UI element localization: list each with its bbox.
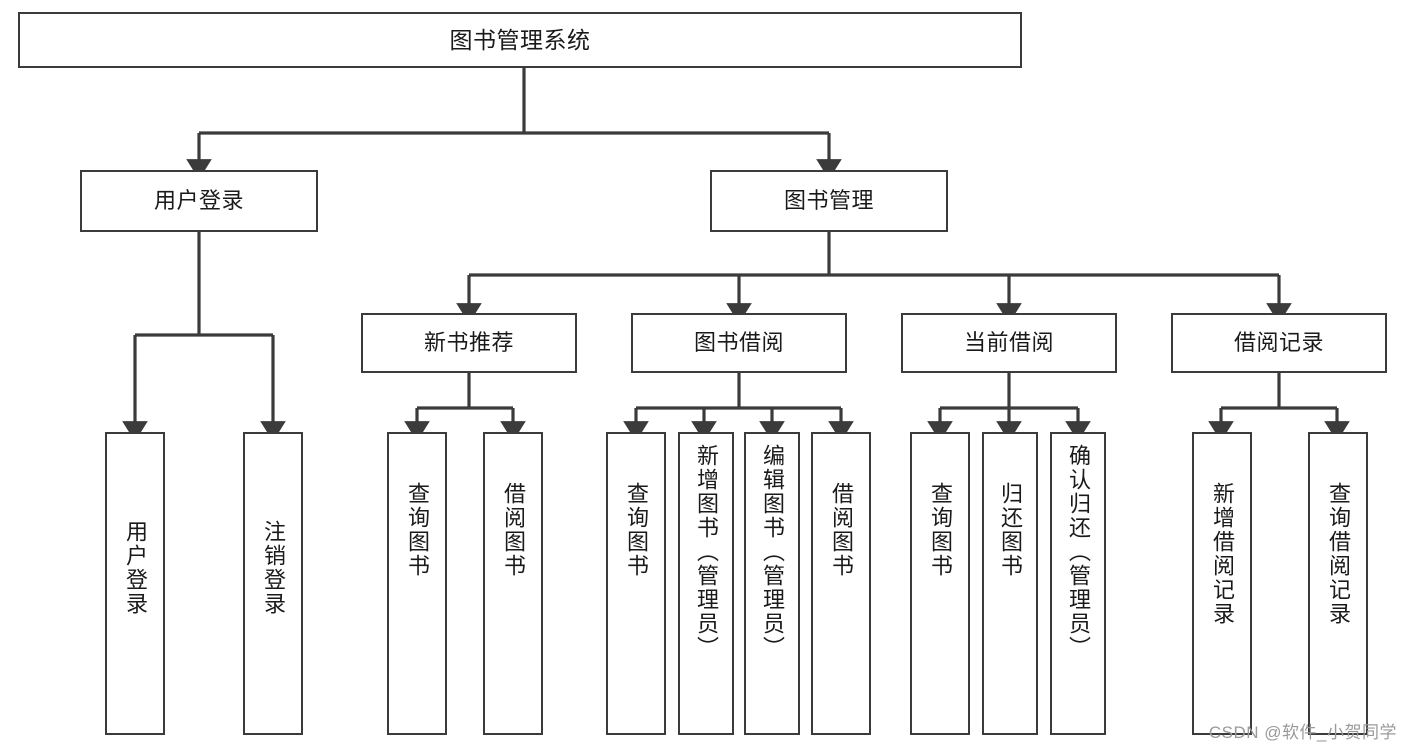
node-label: 查询借阅记录 [1325, 482, 1351, 626]
node-user-login[interactable]: 用户登录 [80, 170, 318, 232]
node-label: 图书借阅 [693, 330, 784, 356]
node-leaf-logout-login[interactable]: 注销登录 [243, 432, 303, 735]
node-book-borrow[interactable]: 图书借阅 [631, 313, 847, 373]
node-leaf-borrow-book-2[interactable]: 借阅图书 [811, 432, 871, 735]
node-leaf-query-record[interactable]: 查询借阅记录 [1308, 432, 1368, 735]
node-label: 新增借阅记录 [1209, 482, 1235, 626]
node-label: 编辑图书（管理员） [759, 444, 785, 660]
node-leaf-confirm-return[interactable]: 确认归还（管理员） [1050, 432, 1106, 735]
node-label: 查询图书 [623, 482, 649, 578]
node-leaf-borrow-book-1[interactable]: 借阅图书 [483, 432, 543, 735]
node-label: 用户登录 [153, 188, 244, 214]
node-label: 借阅图书 [500, 482, 526, 578]
watermark-text: CSDN @软件_小贺同学 [1208, 723, 1397, 742]
node-label: 借阅记录 [1233, 330, 1324, 356]
node-label: 当前借阅 [963, 330, 1054, 356]
node-leaf-query-book-3[interactable]: 查询图书 [910, 432, 970, 735]
node-leaf-user-login[interactable]: 用户登录 [105, 432, 165, 735]
node-leaf-add-record[interactable]: 新增借阅记录 [1192, 432, 1252, 735]
node-label: 用户登录 [122, 520, 148, 616]
node-book-manage[interactable]: 图书管理 [710, 170, 948, 232]
node-label: 图书管理 [783, 188, 874, 214]
node-label: 确认归还（管理员） [1065, 444, 1091, 660]
node-leaf-edit-book[interactable]: 编辑图书（管理员） [744, 432, 800, 735]
node-borrow-record[interactable]: 借阅记录 [1171, 313, 1387, 373]
node-leaf-query-book-1[interactable]: 查询图书 [387, 432, 447, 735]
node-label: 归还图书 [997, 482, 1023, 578]
node-leaf-return-book[interactable]: 归还图书 [982, 432, 1038, 735]
node-current-borrow[interactable]: 当前借阅 [901, 313, 1117, 373]
node-leaf-add-book[interactable]: 新增图书（管理员） [678, 432, 734, 735]
node-root-system[interactable]: 图书管理系统 [18, 12, 1022, 68]
node-label: 图书管理系统 [449, 26, 591, 53]
node-label: 注销登录 [260, 520, 286, 616]
node-new-book-recommend[interactable]: 新书推荐 [361, 313, 577, 373]
node-label: 新增图书（管理员） [693, 444, 719, 660]
node-label: 查询图书 [927, 482, 953, 578]
node-label: 查询图书 [404, 482, 430, 578]
node-leaf-query-book-2[interactable]: 查询图书 [606, 432, 666, 735]
node-label: 借阅图书 [828, 482, 854, 578]
node-label: 新书推荐 [423, 330, 514, 356]
